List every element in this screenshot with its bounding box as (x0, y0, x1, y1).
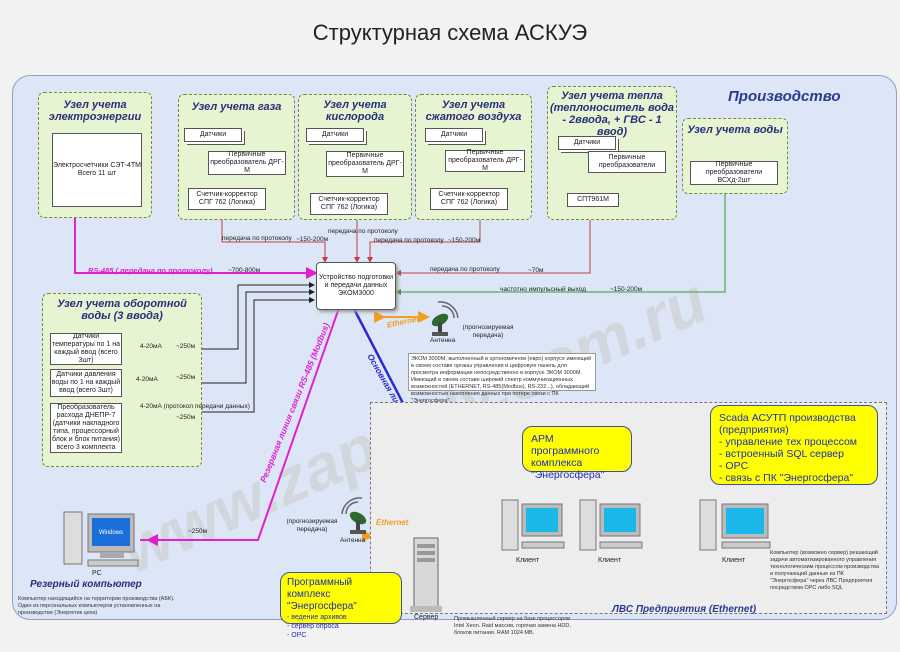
heat-converter-box: Первичные преобразователи (588, 151, 666, 173)
server-note: Промышленный сервер на базе процессоров … (454, 616, 571, 636)
node-gas-title: Узел учета газа (191, 101, 282, 113)
scada-item-link: - связь с ПК "Энергосфера" (719, 472, 854, 484)
antenna-label: Антенна (430, 337, 456, 344)
node-electric-title: Узел учета электроэнергии (48, 99, 142, 123)
windows-screen-text: Windows (98, 530, 124, 536)
client-pc-icon-3 (699, 499, 771, 551)
ecom3000-device: Устройство подготовки и передачи данных … (316, 262, 396, 310)
scada-item-control: - управление тех процессом (719, 436, 857, 448)
node-water-title: Узел учета воды (687, 124, 783, 136)
gas-corrector-box: Счетчик-корректор СПГ 762 (Логика) (188, 188, 266, 210)
lan-label: ЛВС Предприятия (Ethernet) (612, 604, 757, 615)
oxygen-sensors-box: Датчики (306, 128, 364, 142)
server-caption: Сервер (414, 614, 439, 621)
node-heat-title: Узел учета тепла (теплоноситель вода - 2… (549, 90, 675, 138)
antenna-icon (431, 301, 459, 336)
temp-dist-label: ~250м (176, 343, 196, 350)
air-protocol-label: передача по протоколу (374, 237, 444, 244)
temperature-sensors-box: Датчики температуры по 1 на каждый ввод … (50, 333, 122, 365)
heat-meter-box: СПТ961М (567, 193, 619, 207)
forecast-server-label: (прогнозируемая передача) (286, 518, 338, 533)
air-sensors-box: Датчики (425, 128, 483, 142)
gas-converter-box: Первичные преобразователь ДРГ-М (208, 151, 286, 175)
reserve-pc-caption: PC (92, 570, 102, 577)
heat-sensors-box: Датчики (558, 136, 616, 150)
client-caption-3: Клиент (722, 557, 746, 564)
energosphere-item-opc: - OPC (287, 632, 307, 639)
pressure-signal-label: 4-20мА (136, 376, 158, 383)
node-circ-title: Узел учета оборотной воды (3 ввода) (57, 298, 187, 322)
oxygen-converter-box: Первичные преобразователь ДРГ-М (326, 151, 404, 177)
flow-signal-label: 4-20мА (протокол передачи данных) (140, 403, 250, 410)
heat-protocol-label: передача по протоколу (430, 266, 500, 273)
node-air-title: Узел учета сжатого воздуха (425, 99, 522, 123)
pressure-dist-label: ~250м (176, 374, 196, 381)
air-converter-box: Первичные преобразователь ДРГ-М (445, 149, 525, 172)
client-pc-icon-1 (501, 499, 565, 551)
scada-box: Scada АСУТП производства (предприятия) -… (710, 405, 878, 485)
reserve-pc-label: Резерный компьютер (30, 579, 142, 590)
node-oxygen-title: Узел учета кислорода (323, 99, 387, 123)
scada-item-opc: - OPC (719, 460, 749, 472)
pc-dist-label: ~250м (188, 528, 208, 535)
oxygen-protocol-label: передача по протоколу (328, 228, 398, 235)
scada-note: Компьютер (возможно сервер) решающий зад… (770, 550, 880, 591)
client-pc-icon-2 (579, 499, 643, 551)
energosphere-item-poll: - сервер опроса (287, 623, 339, 630)
flow-dist-label: ~250м (176, 414, 196, 421)
pulse-label: частотно импульсный выход (500, 286, 587, 293)
electric-meters-box: Электросчетчики СЭТ-4ТМ Всего 11 шт (52, 133, 142, 207)
pressure-sensors-box: Датчики давления воды по 1 на каждый вво… (50, 369, 122, 397)
client-caption-1: Клиент (516, 557, 540, 564)
antenna-server-icon (341, 497, 367, 534)
page-title: Структурная схема АСКУЭ (312, 20, 588, 45)
client-caption-2: Клиент (598, 557, 622, 564)
forecast-label: (прогнозируемая передача) (462, 324, 514, 339)
arm-box: АРМ программного комплекса "Энергосфера" (522, 426, 632, 481)
antenna-server-label: Антенна (340, 537, 366, 544)
energosphere-box: Программный комплекс "Энергосфера" - вед… (280, 572, 402, 639)
heat-dist-label: ~70м (528, 267, 544, 274)
air-dist-label: ~150-200м (448, 237, 481, 244)
gas-sensors-box: Датчики (184, 128, 242, 142)
rs485-dist-label: ~700-800м (228, 267, 261, 274)
gas-protocol-label: передача по протоколу (222, 235, 292, 242)
temp-signal-label: 4-20мА (140, 343, 162, 350)
ecom-note: ЭКОМ 3000М, выполненный в эргономичном (… (408, 353, 596, 404)
flow-converter-box: Преобразователь расхода ДНЕПР-7 (датчики… (50, 403, 122, 453)
server-icon (410, 537, 442, 612)
scada-item-sql: - встроенный SQL сервер (719, 448, 844, 460)
energosphere-item-archives: - ведение архивов (287, 614, 347, 621)
reserve-pc-note: Компьютер находящийся на территории прои… (18, 596, 175, 616)
gas-dist-label: ~150-200м (296, 236, 329, 243)
air-corrector-box: Счетчик-корректор СПГ 762 (Логика) (430, 188, 508, 210)
scada-title: Scada АСУТП производства (предприятия) (719, 412, 856, 436)
oxygen-corrector-box: Счетчик-корректор СПГ 762 (Логика) (310, 193, 388, 215)
production-label: Производство (728, 88, 841, 105)
energosphere-title: Программный комплекс "Энергосфера" (287, 577, 357, 612)
ethernet-label-bottom: Ethernet (376, 518, 409, 527)
water-converter-box: Первичные преобразователи ВСХд-2шт (690, 161, 778, 185)
rs485-label: RS-485 ( передача по протоколу) (88, 266, 213, 275)
pulse-dist-label: ~150-200м (610, 286, 643, 293)
reserve-pc-icon (63, 511, 139, 567)
